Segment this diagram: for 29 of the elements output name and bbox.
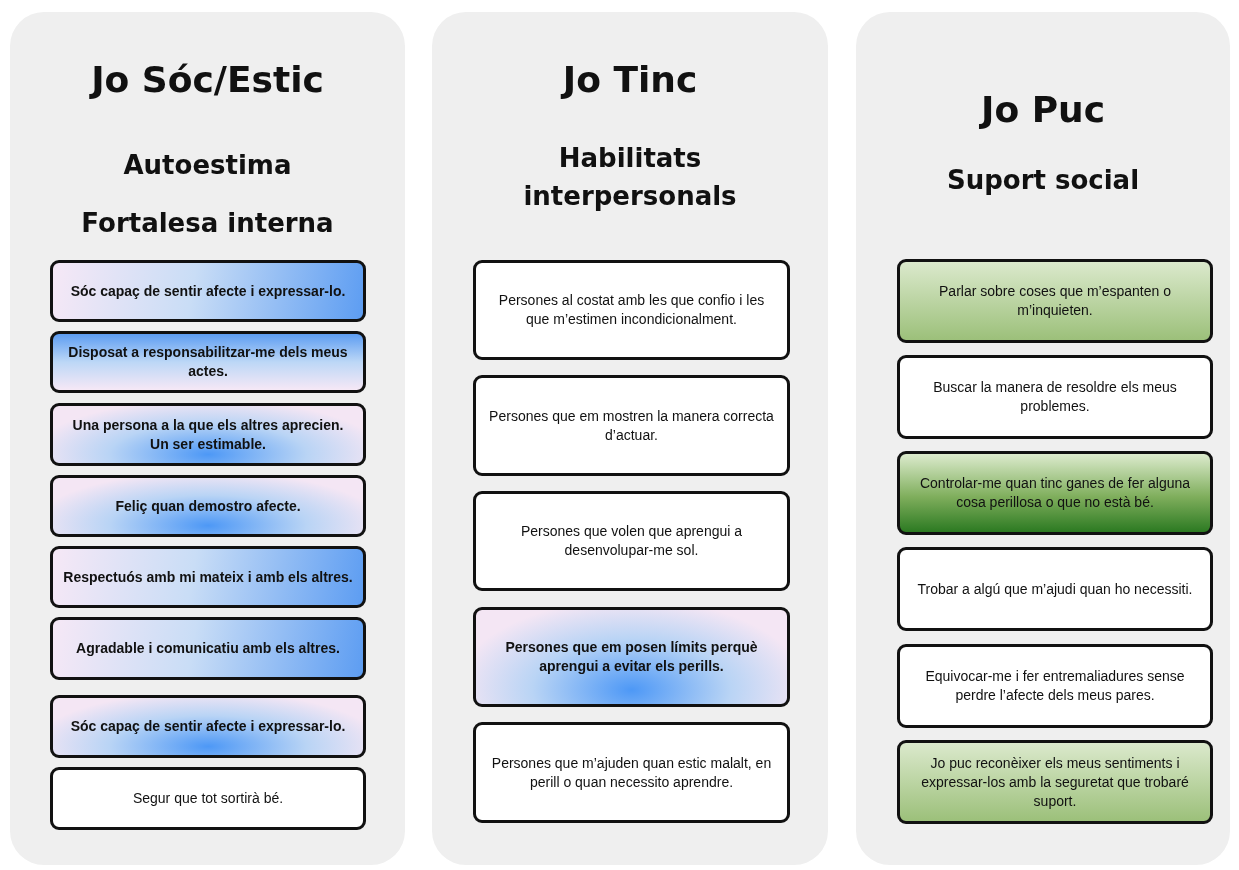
statement-box: Agradable i comunicatiu amb els altres. [50, 617, 366, 680]
statement-box: Una persona a la que els altres aprecien. Un ser estimable. [50, 403, 366, 466]
statement-box: Persones que m’ajuden quan estic malalt, en perill o quan necessito aprendre. [473, 722, 790, 823]
column-heading: Jo Tinc [562, 58, 698, 102]
column-subheading: Fortalesa interna [81, 207, 334, 240]
column-subheading: Habilitats interpersonals [522, 142, 738, 213]
column-heading: Jo Puc [981, 88, 1105, 132]
column-panel [10, 12, 405, 865]
column-panel [856, 12, 1230, 865]
statement-box: Sóc capaç de sentir afecte i expressar-lo. [50, 695, 366, 758]
statement-box: Persones que em mostren la manera correcta d’actuar. [473, 375, 790, 476]
statement-box: Sóc capaç de sentir afecte i expressar-lo. [50, 260, 366, 322]
statement-box: Equivocar-me i fer entremaliadures sense perdre l’afecte dels meus pares. [897, 644, 1213, 728]
statement-box: Jo puc reconèixer els meus sentiments i expressar-los amb la seguretat que trobaré suport. [897, 740, 1213, 824]
statement-box: Persones que em posen límits perquè aprengui a evitar els perills. [473, 607, 790, 707]
statement-box: Feliç quan demostro afecte. [50, 475, 366, 537]
statement-box: Buscar la manera de resoldre els meus problemes. [897, 355, 1213, 439]
statement-box: Respectuós amb mi mateix i amb els altres. [50, 546, 366, 608]
column-subheading: Autoestima [123, 149, 292, 182]
column-panel [432, 12, 828, 865]
statement-box: Disposat a responsabilitzar-me dels meus actes. [50, 331, 366, 393]
statement-box: Controlar-me quan tinc ganes de fer alguna cosa perillosa o que no està bé. [897, 451, 1213, 535]
statement-box: Persones que volen que aprengui a desenvolupar-me sol. [473, 491, 790, 591]
statement-box: Trobar a algú que m’ajudi quan ho necessiti. [897, 547, 1213, 631]
statement-box: Persones al costat amb les que confio i les que m’estimen incondicionalment. [473, 260, 790, 360]
column-heading: Jo Sóc/Estic [91, 58, 324, 102]
statement-box: Segur que tot sortirà bé. [50, 767, 366, 830]
statement-box: Parlar sobre coses que m’espanten o m’inquieten. [897, 259, 1213, 343]
column-subheading: Suport social [946, 164, 1140, 197]
